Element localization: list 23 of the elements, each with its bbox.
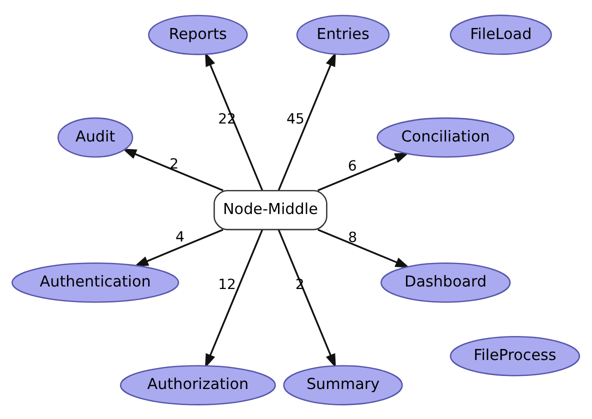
edge-label: 12 (218, 276, 236, 292)
node-ellipse: FileLoad (450, 14, 552, 54)
arrow (122, 148, 224, 191)
node-ellipse: Dashboard (380, 262, 511, 302)
node-ellipse: Audit (57, 116, 134, 158)
node-ellipse: Reports (148, 14, 248, 55)
edge-label: 45 (286, 111, 304, 128)
edge-label: 8 (348, 230, 358, 246)
arrow (318, 228, 410, 268)
node-ellipse: Authentication (12, 262, 180, 302)
node-ellipse: FileProcess (450, 336, 580, 376)
arrow (204, 228, 264, 368)
arrow (278, 228, 336, 368)
node-ellipse: Entries (296, 14, 390, 55)
node-ellipse: Conciliation (376, 116, 514, 158)
node-ellipse: Summary (283, 364, 403, 405)
arrow (134, 228, 224, 266)
arrow (318, 152, 410, 191)
edge-label: 6 (348, 158, 357, 174)
node-box: Node-Middle (214, 189, 328, 230)
node-ellipse: Authorization (120, 364, 276, 405)
edge-label: 4 (175, 229, 184, 246)
edge-label: 2 (170, 156, 179, 172)
